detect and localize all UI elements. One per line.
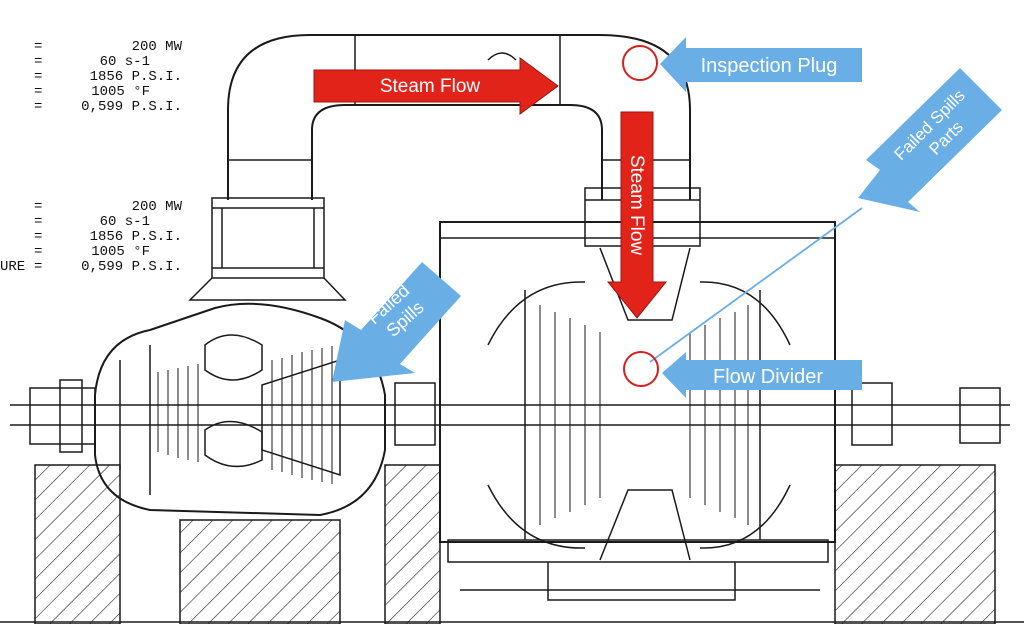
steam-flow-arrow-horizontal: Steam Flow [313, 57, 559, 115]
spec-top-value-0: 200 MW [132, 39, 183, 55]
spec-top-value-1: 60 s-1 [100, 54, 150, 70]
inspection-plug-label: Inspection Plug [701, 55, 838, 77]
failed-parts-leader-line [649, 207, 863, 363]
hp-inlet-bellows [188, 197, 347, 301]
spec-top-value-3: 1005 °F [91, 84, 150, 100]
spec-block-bottom: = 200 MW = 60 s-1 = 1856 P.S.I. = 1005 °… [0, 199, 183, 275]
spec-top-value-2: 1856 P.S.I. [90, 69, 182, 85]
failed-spills-parts-callout: Failed Spills Parts [858, 68, 1002, 212]
turbine-drawing [0, 34, 1024, 625]
rotor-shaft [10, 379, 1010, 453]
spec-bottom-value-2: 1856 P.S.I. [90, 229, 182, 245]
spec-top-eq-3: = [34, 84, 42, 100]
spec-top-value-4: 0,599 P.S.I. [81, 99, 182, 115]
spec-bottom-eq-0: = [34, 199, 42, 215]
steam-flow-label-horizontal: Steam Flow [380, 76, 481, 97]
spec-bottom-prefix-4: URE [0, 259, 25, 275]
hp-section [94, 302, 386, 517]
spec-bottom-eq-2: = [34, 229, 42, 245]
steam-flow-arrow-vertical: Steam Flow [606, 111, 668, 319]
spec-bottom-value-4: 0,599 P.S.I. [81, 259, 182, 275]
flow-divider-callout: Flow Divider [662, 352, 862, 398]
spec-top-eq-1: = [34, 54, 42, 70]
spec-bottom-eq-4: = [34, 259, 42, 275]
spec-top-eq-4: = [34, 99, 42, 115]
flow-divider-label: Flow Divider [713, 366, 823, 388]
spec-bottom-value-1: 60 s-1 [100, 214, 150, 230]
spec-block-top: = 200 MW = 60 s-1 = 1856 P.S.I. = 1005 °… [34, 39, 183, 115]
spec-bottom-eq-1: = [34, 214, 42, 230]
flow-divider-marker [623, 351, 659, 387]
spec-bottom-value-3: 1005 °F [91, 244, 150, 260]
spec-top-eq-2: = [34, 69, 42, 85]
inspection-plug-marker [622, 45, 658, 81]
spec-bottom-value-0: 200 MW [132, 199, 183, 215]
steam-flow-label-vertical: Steam Flow [626, 155, 647, 256]
foundation [0, 464, 1024, 625]
failed-spills-callout: Failed Spills [332, 262, 461, 382]
inspection-plug-callout: Inspection Plug [660, 37, 862, 92]
spec-bottom-eq-3: = [34, 244, 42, 260]
lp-section [439, 187, 836, 601]
spec-top-eq-0: = [34, 39, 42, 55]
